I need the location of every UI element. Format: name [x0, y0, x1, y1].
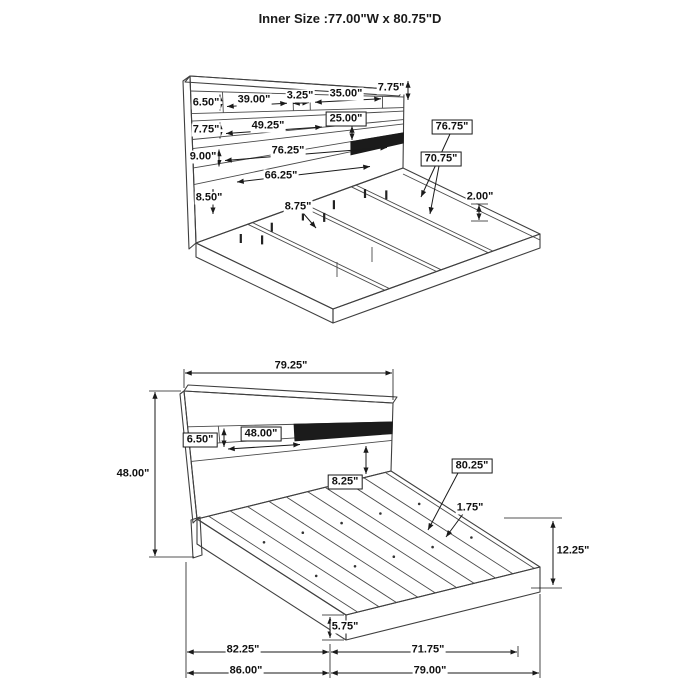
dim-label-lower-width: 66.25" — [263, 169, 299, 183]
dim-label-inner-length: 70.75" — [420, 151, 462, 167]
inner-size-title: Inner Size :77.00"W x 80.75"D — [258, 11, 442, 26]
bottom-plinth — [196, 518, 541, 641]
bottom-headboard — [179, 384, 398, 559]
dim-label-slat-length: 80.25" — [451, 458, 493, 474]
open-shelf-shadow — [293, 421, 393, 442]
bottom-deck — [196, 470, 541, 616]
dim-label-shelf-width-left: 39.00" — [236, 93, 272, 107]
dim-label-row3-height: 9.00" — [188, 150, 218, 164]
dim-label-depth-inner: 82.25" — [225, 643, 261, 657]
dim-label-headboard-width: 76.25" — [270, 144, 306, 158]
dim-label-headboard-width-overall: 79.25" — [273, 359, 309, 373]
dim-label-rail-length: 76.75" — [431, 119, 473, 135]
dim-label-slat-thickness: 1.75" — [455, 501, 485, 515]
dim-label-headboard-top: 7.75" — [376, 81, 406, 95]
dim-label-rail-thickness: 2.00" — [465, 190, 495, 204]
dim-label-depth-overall: 86.00" — [228, 664, 264, 678]
top-plinth — [195, 233, 541, 324]
dim-label-bracket-spacing: 8.75" — [283, 200, 313, 214]
dim-label-shelf-height: 6.50" — [191, 96, 221, 110]
bottom-bed-drawing — [179, 384, 541, 641]
dim-label-overall-height: 48.00" — [115, 467, 151, 481]
dim-label-width-inner: 71.75" — [410, 643, 446, 657]
dim-label-shelf-width-right: 35.00" — [328, 87, 364, 101]
dim-label-width-overall: 79.00" — [412, 664, 448, 678]
dim-label-divider-width: 3.25" — [285, 89, 315, 103]
top-deck — [195, 167, 541, 310]
dim-label-plinth-height: 5.75" — [330, 620, 360, 634]
dim-label-inner-shelf: 25.00" — [325, 111, 367, 127]
dim-label-row2-width: 49.25" — [250, 119, 286, 133]
dim-label-deck-gap: 8.25" — [327, 474, 363, 490]
dim-label-base-height: 8.50" — [194, 191, 224, 205]
headboard-leg — [190, 516, 203, 559]
open-shelf-shadow — [350, 132, 405, 156]
dim-label-shelf-opening-height: 6.50" — [182, 432, 218, 448]
dim-label-shelf-opening-width: 48.00" — [240, 426, 282, 442]
dim-label-foot-height: 12.25" — [555, 544, 591, 558]
dim-label-row2-height: 7.75" — [191, 123, 221, 137]
